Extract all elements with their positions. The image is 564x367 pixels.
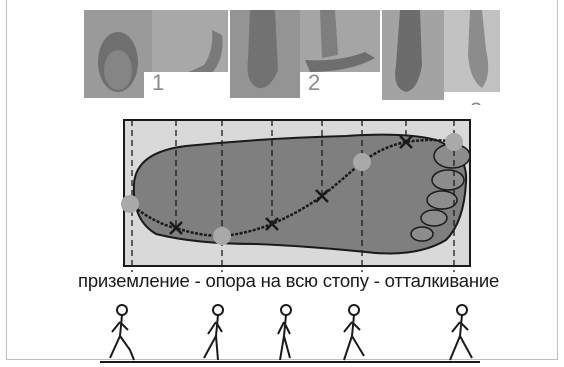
- photo-stage-3: 3: [382, 10, 500, 105]
- photo-stage-1: 1: [84, 10, 228, 98]
- photo-number-3: 3: [470, 98, 482, 105]
- walker-4: [344, 305, 364, 360]
- walker-2: [204, 305, 223, 360]
- point-forefoot: [353, 153, 371, 171]
- photo-number-2: 2: [308, 70, 320, 96]
- photo-stage-2: 2: [230, 10, 380, 98]
- gait-phase-caption: приземление - опора на всю стопу - оттал…: [78, 270, 508, 292]
- walker-1: [110, 305, 134, 360]
- point-heel: [121, 195, 139, 213]
- foot-pressure-diagram: [116, 112, 476, 274]
- point-midfoot: [213, 227, 231, 245]
- point-toe: [445, 133, 463, 151]
- walker-5: [450, 305, 472, 360]
- walking-figures: [100, 300, 480, 366]
- photo-number-1: 1: [152, 70, 164, 96]
- walker-3: [278, 305, 291, 360]
